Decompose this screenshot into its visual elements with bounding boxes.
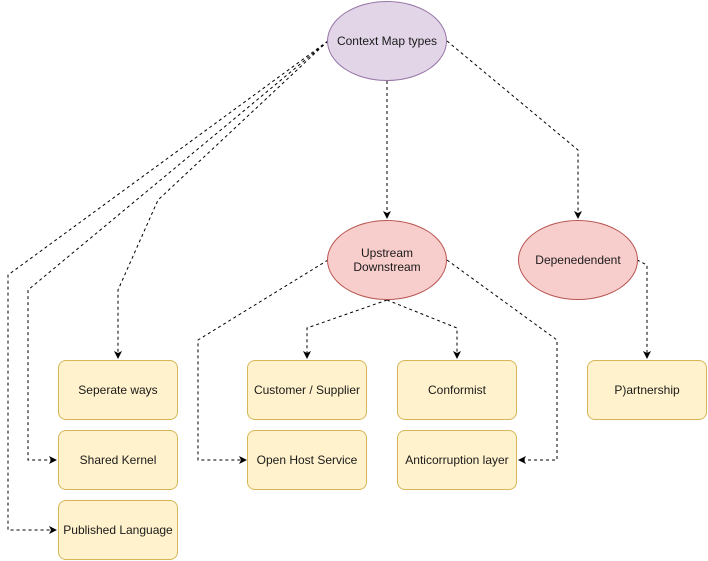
node-shared-kernel-label: Shared Kernel bbox=[79, 453, 157, 467]
node-open-host-service-label: Open Host Service bbox=[256, 453, 358, 467]
node-conformist-label: Conformist bbox=[427, 383, 486, 397]
edge-root-dependent bbox=[446, 40, 582, 219]
edge-upstream-open-host-service bbox=[197, 259, 329, 464]
node-separate-ways-label: Seperate ways bbox=[78, 383, 158, 397]
edge-upstream-conformist bbox=[386, 299, 461, 359]
edge-upstream-anticorruption-layer bbox=[446, 259, 558, 464]
node-customer-supplier[interactable]: Customer / Supplier bbox=[247, 360, 367, 420]
node-dependent[interactable]: Depenedendent bbox=[518, 220, 638, 300]
node-dependent-label: Depenedendent bbox=[535, 253, 621, 267]
node-anticorruption-layer[interactable]: Anticorruption layer bbox=[397, 430, 517, 490]
node-partnership[interactable]: P)artnership bbox=[587, 360, 707, 420]
node-context-map-types-label: Context Map types bbox=[336, 34, 438, 48]
node-customer-supplier-label: Customer / Supplier bbox=[253, 383, 361, 397]
edge-upstream-customer-supplier bbox=[303, 299, 388, 359]
edge-root-separate-ways bbox=[114, 40, 329, 359]
node-separate-ways[interactable]: Seperate ways bbox=[58, 360, 178, 420]
node-open-host-service[interactable]: Open Host Service bbox=[247, 430, 367, 490]
node-shared-kernel[interactable]: Shared Kernel bbox=[58, 430, 178, 490]
edge-root-shared-kernel bbox=[27, 40, 329, 464]
node-upstream-downstream[interactable]: Upstream Downstream bbox=[327, 220, 447, 300]
node-context-map-types[interactable]: Context Map types bbox=[327, 1, 447, 81]
node-downstream-label: Downstream bbox=[353, 260, 421, 274]
node-partnership-label: P)artnership bbox=[614, 383, 680, 397]
node-conformist[interactable]: Conformist bbox=[397, 360, 517, 420]
edge-dependent-partnership bbox=[636, 259, 651, 359]
node-published-language[interactable]: Published Language bbox=[58, 500, 178, 560]
node-anticorruption-layer-label: Anticorruption layer bbox=[405, 453, 509, 467]
edge-root-published-language bbox=[7, 40, 329, 534]
node-published-language-label: Published Language bbox=[63, 523, 173, 537]
node-upstream-label: Upstream bbox=[360, 246, 413, 260]
